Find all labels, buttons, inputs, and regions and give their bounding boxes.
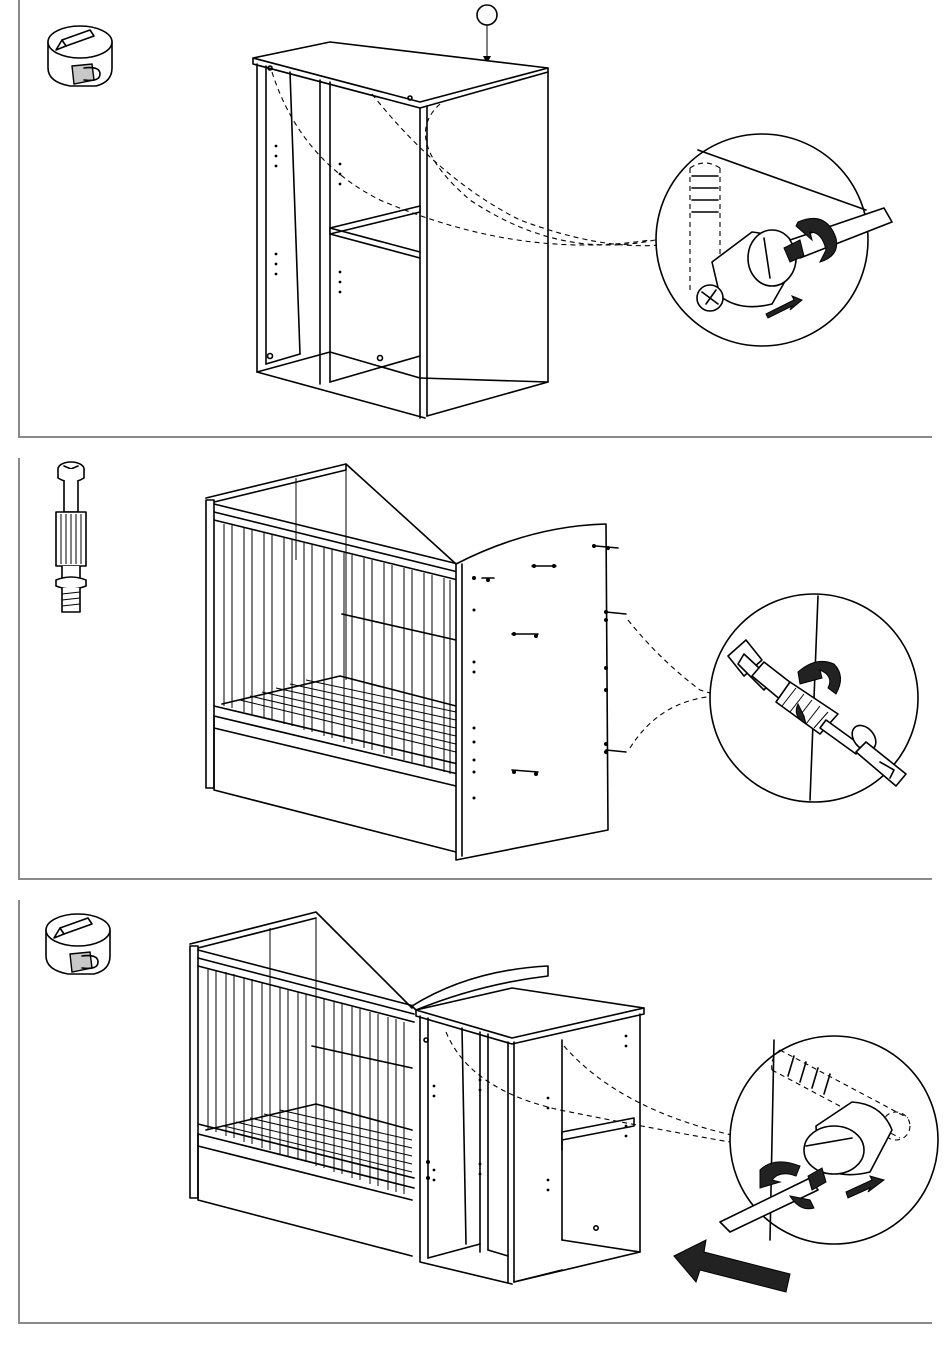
attachment-marker: [477, 5, 497, 64]
step-2-panel: [18, 458, 932, 880]
cam-lock-tightening-detail-icon: [656, 134, 892, 346]
changing-table-cabinet: [253, 42, 548, 418]
cam-lock-icon: [48, 26, 112, 86]
step-3-panel: [18, 900, 932, 1324]
